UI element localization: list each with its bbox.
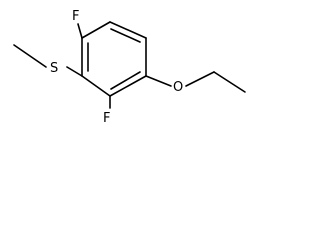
atom-label-s: S (50, 61, 58, 76)
bond-s-methyl (13, 44, 47, 68)
benzene-ring (81, 21, 147, 97)
atom-label-o: O (173, 80, 183, 95)
chemical-structure: F S F O (13, 9, 246, 126)
ring-bond-c2-c3-inner (110, 28, 141, 43)
ring-bond-c4-c5-inner (110, 71, 141, 90)
bond-c4-o (145, 75, 172, 87)
bond-c6-s (66, 66, 83, 77)
bond-o-ch2 (185, 71, 215, 87)
bond-ch2-ch3 (213, 71, 246, 93)
bond-c1-f-top (77, 23, 83, 39)
substituent-bonds (13, 23, 246, 109)
ring-bond-c1-c2 (81, 21, 111, 39)
ring-bond-c2-c3 (109, 21, 147, 39)
ring-bond-c5-c6 (81, 75, 111, 97)
atom-label-f-top: F (72, 9, 79, 24)
ring-bond-c4-c5 (109, 75, 147, 97)
atom-label-f-bottom: F (103, 111, 110, 126)
